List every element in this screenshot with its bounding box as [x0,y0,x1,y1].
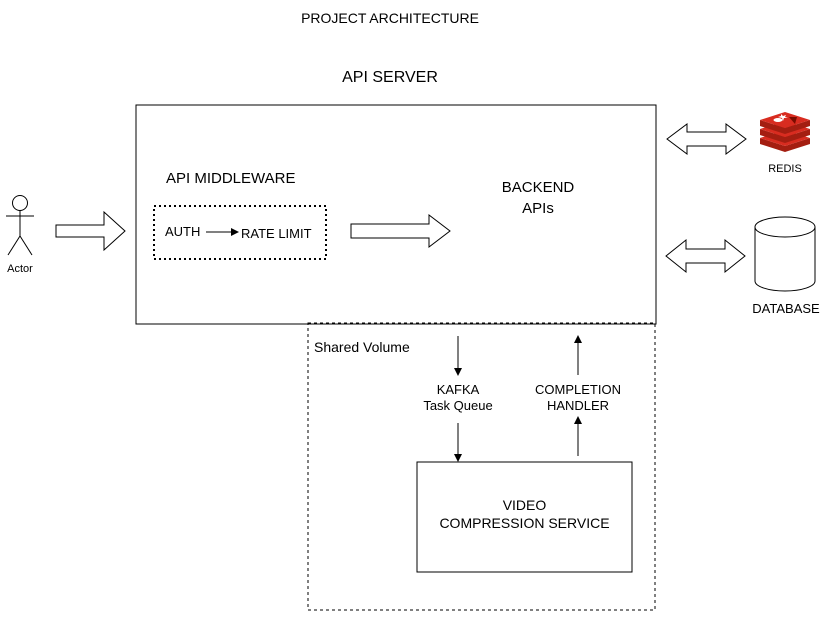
video-service-label-line1: VIDEO [502,497,547,513]
backend-label-line2: APIs [522,200,554,217]
actor-to-server-arrow [55,210,126,252]
completion-label-line1: COMPLETION [535,382,621,397]
completion-label-line2: HANDLER [546,398,610,413]
database-icon [754,216,816,292]
redis-label: REDIS [768,163,802,175]
shared-volume-label: Shared Volume [314,339,410,355]
api-server-label: API SERVER [342,69,438,86]
rate-limit-label: RATE LIMIT [241,226,312,241]
actor-label: Actor [7,263,33,275]
video-service-label-line2: COMPRESSION SERVICE [439,515,610,531]
actor-icon [6,195,34,256]
video-service-box [416,461,633,573]
api-server-box [135,104,657,325]
database-label: DATABASE [752,301,820,316]
auth-label: AUTH [165,224,201,239]
server-database-double-arrow [665,238,746,274]
middleware-box [153,205,327,260]
redis-logo-icon [760,112,810,152]
kafka-label-line2: Task Queue [423,398,493,413]
shared-volume-box [307,322,656,611]
diagram-title: PROJECT ARCHITECTURE [301,10,479,26]
kafka-label-line1: KAFKA [436,382,480,397]
server-redis-double-arrow [666,123,747,155]
api-middleware-label: API MIDDLEWARE [166,170,296,187]
middleware-to-backend-arrow [350,213,451,249]
backend-label-line1: BACKEND [501,179,575,196]
